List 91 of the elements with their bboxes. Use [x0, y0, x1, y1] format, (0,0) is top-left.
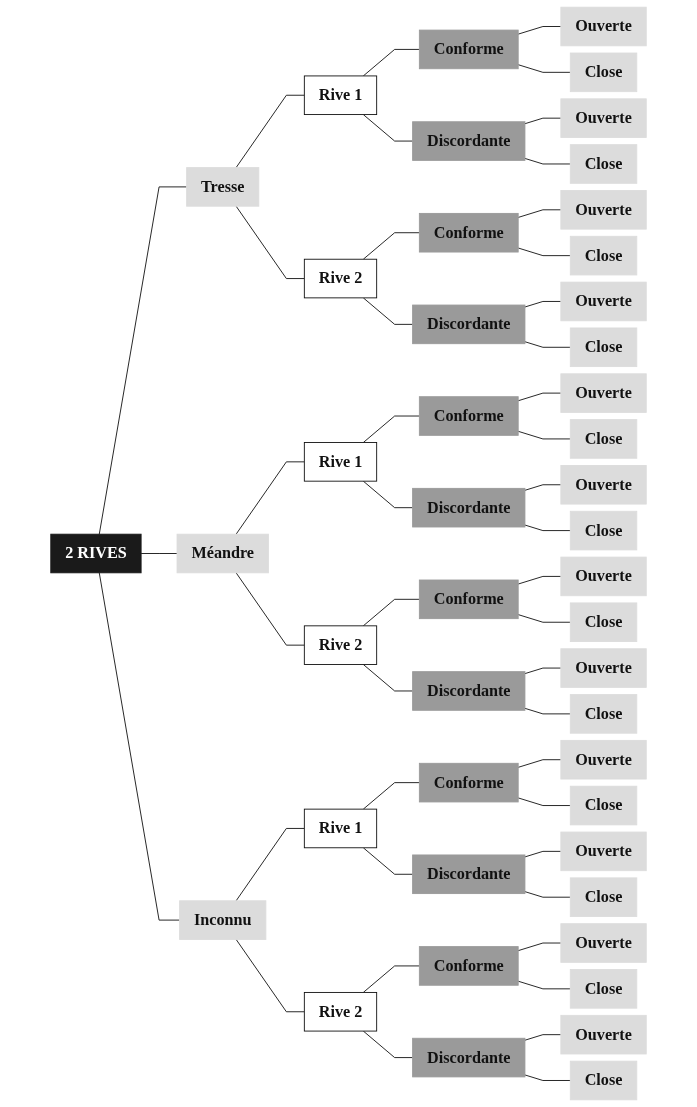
- node-box: Conforme: [418, 946, 519, 986]
- node-box: Ouverte: [560, 831, 647, 872]
- connector: [517, 64, 571, 73]
- node-box: Ouverte: [560, 739, 647, 780]
- node-box: Ouverte: [560, 465, 647, 505]
- node-box: Ouverte: [560, 190, 647, 230]
- connector: [98, 572, 180, 921]
- node-box: Close: [569, 785, 638, 826]
- node-box: Rive 2: [303, 992, 378, 1032]
- node-box: Discordante: [412, 487, 526, 528]
- connector: [517, 209, 562, 218]
- node-box: Close: [569, 235, 638, 276]
- connector: [524, 850, 562, 858]
- node-box: Ouverte: [560, 98, 647, 138]
- connector: [524, 524, 571, 532]
- connector: [362, 1030, 414, 1059]
- connector: [362, 847, 414, 875]
- node-box: Rive 1: [303, 808, 378, 849]
- node-box: Rive 1: [303, 75, 378, 115]
- node-box: Conforme: [418, 29, 519, 70]
- connector: [517, 26, 562, 35]
- node-box: Ouverte: [560, 6, 647, 47]
- node-box: Conforme: [418, 579, 519, 620]
- connector: [524, 707, 571, 715]
- connector: [517, 247, 571, 257]
- node-box: 2 RIVES: [50, 533, 142, 574]
- node-box: Conforme: [418, 396, 519, 436]
- connector: [524, 117, 562, 125]
- node-box: Conforme: [418, 212, 519, 253]
- connector: [517, 797, 571, 806]
- connector: [517, 980, 571, 990]
- connector: [362, 48, 420, 77]
- connector: [524, 341, 571, 348]
- connector: [517, 575, 562, 585]
- connector: [235, 938, 305, 1013]
- connector: [524, 301, 562, 308]
- node-box: Rive 1: [303, 442, 378, 482]
- connector: [362, 415, 420, 443]
- connector: [140, 553, 178, 554]
- node-box: Rive 2: [303, 258, 378, 299]
- node-box: Ouverte: [560, 556, 647, 597]
- node-box: Ouverte: [560, 648, 647, 688]
- connector: [98, 186, 188, 535]
- node-box: Close: [569, 419, 638, 459]
- connector: [362, 598, 420, 627]
- connector: [362, 782, 420, 810]
- connector: [517, 614, 571, 623]
- node-box: Close: [569, 602, 638, 642]
- node-box: Close: [569, 1060, 638, 1101]
- node-box: Rive 2: [303, 625, 378, 665]
- node-box: Discordante: [412, 1037, 526, 1078]
- node-box: Discordante: [412, 304, 526, 345]
- connector: [524, 667, 562, 675]
- connector: [517, 942, 562, 952]
- node-box: Ouverte: [560, 1014, 647, 1055]
- connector: [524, 891, 571, 898]
- node-box: Close: [569, 144, 638, 184]
- connector: [235, 572, 305, 646]
- node-box: Conforme: [418, 762, 519, 803]
- connector: [524, 158, 571, 165]
- connector: [524, 484, 562, 491]
- connector: [362, 297, 414, 325]
- node-box: Close: [569, 510, 638, 551]
- node-box: Ouverte: [560, 281, 647, 322]
- connector: [235, 205, 305, 279]
- node-box: Méandre: [176, 533, 269, 574]
- node-box: Tresse: [186, 167, 260, 207]
- connector: [235, 94, 305, 169]
- node-box: Close: [569, 694, 638, 734]
- node-box: Close: [569, 969, 638, 1009]
- connector: [517, 392, 562, 402]
- node-box: Close: [569, 327, 638, 368]
- node-box: Close: [569, 52, 638, 93]
- connector: [235, 461, 305, 535]
- connector: [517, 759, 562, 768]
- connector: [362, 480, 414, 509]
- node-box: Inconnu: [179, 900, 267, 940]
- node-box: Ouverte: [560, 923, 647, 963]
- node-box: Ouverte: [560, 373, 647, 413]
- connector: [524, 1034, 562, 1041]
- node-box: Close: [569, 877, 638, 917]
- connector: [524, 1074, 571, 1081]
- connector: [362, 664, 414, 692]
- connector: [362, 965, 420, 993]
- connector: [235, 828, 305, 902]
- node-box: Discordante: [412, 671, 526, 711]
- node-box: Discordante: [412, 121, 526, 161]
- node-box: Discordante: [412, 854, 526, 895]
- connector: [517, 430, 571, 440]
- connector: [362, 114, 414, 142]
- connector: [362, 232, 420, 260]
